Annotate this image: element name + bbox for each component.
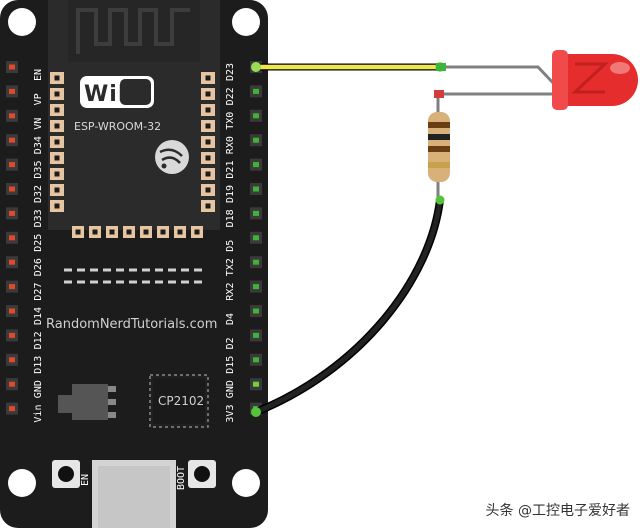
pin-right-d19[interactable]: D19 — [225, 183, 262, 203]
wire-end-gnd — [251, 407, 261, 417]
pin-right-d18[interactable]: D18 — [225, 207, 262, 227]
mount-hole-bottom-left — [8, 469, 36, 497]
pin-label-left-2: VN — [33, 118, 44, 130]
pin-label-left-5: D32 — [33, 185, 44, 203]
mount-hole-top-right — [232, 8, 260, 36]
pin-label-right-6: D18 — [225, 209, 236, 227]
resistor-band-2 — [428, 134, 450, 140]
pin-left-d12[interactable]: D12 — [6, 329, 44, 349]
pin-right-tx0[interactable]: TX0 — [225, 109, 262, 130]
en-button-label: EN — [80, 474, 91, 486]
wroom-module: WiFi ESP-WROOM-32 — [48, 0, 220, 238]
pin-label-left-0: EN — [33, 69, 44, 81]
led-anode-leg — [440, 65, 558, 88]
pin-label-left-1: VP — [33, 93, 44, 105]
led-body — [552, 50, 638, 110]
resistor-band-3 — [428, 146, 450, 152]
pin-left-d33[interactable]: D33 — [6, 207, 44, 227]
pin-label-left-11: D12 — [33, 331, 44, 349]
pin-right-d22[interactable]: D22 — [225, 85, 262, 105]
resistor-band-4 — [428, 162, 450, 168]
pin-label-right-7: D5 — [225, 240, 236, 252]
pin-label-left-12: D13 — [33, 356, 44, 374]
wifi-logo: WiFi — [80, 76, 154, 108]
module-label: ESP-WROOM-32 — [74, 120, 161, 133]
esp32-board: WiFi ESP-WROOM-32 RandomNerdTutorials.co… — [0, 0, 268, 528]
pin-left-d25[interactable]: D25 — [6, 231, 44, 252]
usb-connector — [92, 460, 176, 528]
pin-right-gnd[interactable]: GND — [225, 378, 262, 398]
pin-label-left-4: D35 — [33, 161, 44, 179]
pin-label-left-10: D14 — [33, 307, 44, 325]
wire-end-d23 — [251, 62, 261, 72]
site-label: RandomNerdTutorials.com — [46, 317, 217, 332]
pin-right-d4[interactable]: D4 — [225, 305, 262, 325]
pin-label-right-0: D23 — [225, 63, 236, 81]
wifi-logo-text: WiFi — [84, 82, 142, 107]
pin-right-rx2[interactable]: RX2 — [225, 280, 262, 301]
ground-wire — [251, 195, 445, 417]
pin-label-right-9: RX2 — [225, 283, 236, 301]
pin-label-right-10: D4 — [225, 313, 236, 325]
pin-right-d5[interactable]: D5 — [225, 231, 262, 252]
pin-left-gnd[interactable]: GND — [6, 378, 44, 398]
pin-right-d15[interactable]: D15 — [225, 353, 262, 374]
pin-label-right-5: D19 — [225, 185, 236, 203]
pin-label-right-11: D2 — [225, 337, 236, 349]
module-pads-bottom — [72, 226, 203, 238]
pin-label-right-1: D22 — [225, 87, 236, 105]
pin-label-right-2: TX0 — [225, 112, 236, 130]
led-cathode-leg — [436, 92, 560, 118]
pin-left-d32[interactable]: D32 — [6, 183, 44, 203]
pin-left-d35[interactable]: D35 — [6, 158, 44, 179]
pin-label-right-12: D15 — [225, 356, 236, 374]
pin-label-left-3: D34 — [33, 136, 44, 154]
pin-left-d34[interactable]: D34 — [6, 134, 44, 154]
pin-label-left-13: GND — [33, 380, 44, 398]
pin-label-left-6: D33 — [33, 209, 44, 227]
pin-left-d26[interactable]: D26 — [6, 256, 44, 276]
resistor-band-1 — [428, 122, 450, 128]
voltage-regulator — [58, 384, 116, 420]
signal-wire — [251, 62, 445, 72]
mount-hole-bottom-right — [232, 469, 260, 497]
boot-button[interactable] — [188, 460, 216, 488]
pin-label-right-4: D21 — [225, 161, 236, 179]
module-pads-left — [50, 72, 64, 212]
module-pads-right — [201, 72, 215, 212]
pin-left-vn[interactable]: VN — [6, 109, 44, 130]
espressif-logo — [155, 140, 189, 174]
wire-end-resistor — [435, 195, 445, 205]
pin-left-d14[interactable]: D14 — [6, 305, 44, 325]
pin-left-d27[interactable]: D27 — [6, 280, 44, 301]
pin-left-vp[interactable]: VP — [6, 85, 44, 105]
chip-label: CP2102 — [158, 394, 204, 408]
pin-right-tx2[interactable]: TX2 — [225, 256, 262, 276]
pin-left-vin[interactable]: Vin — [6, 402, 44, 423]
pin-label-right-3: RX0 — [225, 136, 236, 154]
resistor — [428, 112, 450, 200]
en-button[interactable] — [52, 460, 80, 488]
watermark: 头条 @工控电子爱好者 — [485, 503, 630, 519]
cp2102-chip: CP2102 — [149, 374, 209, 428]
pin-left-d13[interactable]: D13 — [6, 353, 44, 374]
pin-left-en[interactable]: EN — [6, 61, 44, 81]
pin-label-left-8: D26 — [33, 258, 44, 276]
pin-label-left-14: Vin — [33, 405, 44, 423]
mount-hole-top-left — [8, 8, 36, 36]
pin-label-left-7: D25 — [33, 234, 44, 252]
boot-button-label: BOOT — [176, 466, 187, 490]
antenna-trace — [76, 8, 190, 54]
pin-right-d21[interactable]: D21 — [225, 158, 262, 179]
pin-right-d2[interactable]: D2 — [225, 329, 262, 349]
led — [434, 50, 638, 118]
pin-label-right-14: 3V3 — [225, 405, 236, 423]
pin-right-rx0[interactable]: RX0 — [225, 134, 262, 154]
pin-label-right-13: GND — [225, 380, 236, 398]
pin-label-right-8: TX2 — [225, 258, 236, 276]
pin-label-left-9: D27 — [33, 283, 44, 301]
